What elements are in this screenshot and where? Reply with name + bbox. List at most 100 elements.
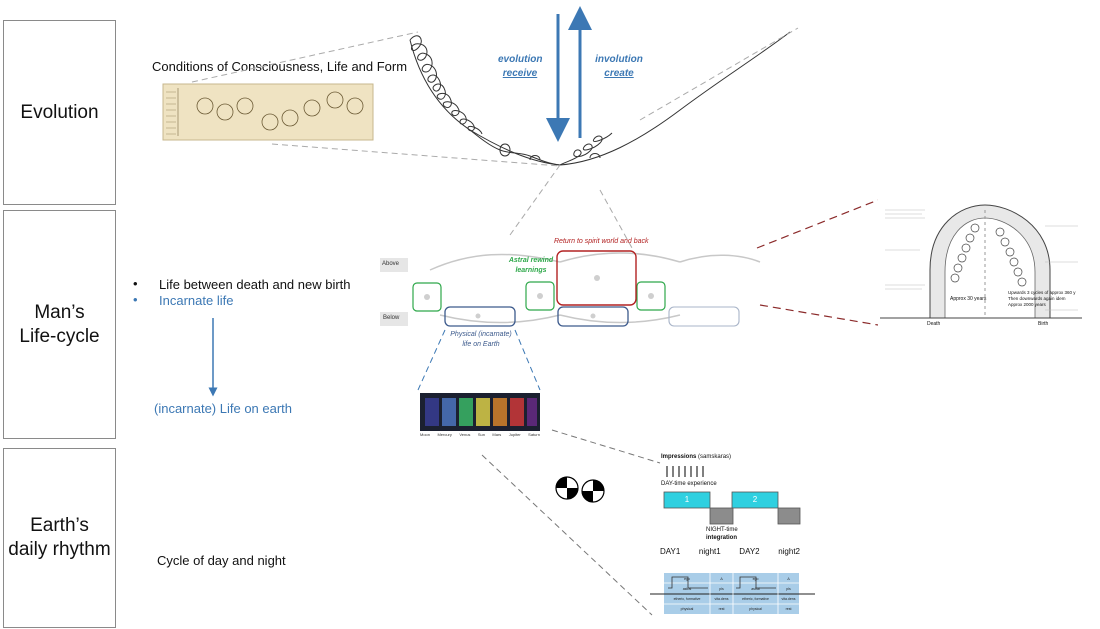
cell-vita-2: vita.dens — [781, 597, 796, 601]
row-man-label-line1: Man’s — [34, 301, 85, 323]
day1-box — [663, 491, 711, 509]
connector-to-planets-right — [514, 329, 541, 391]
day2-box-label: 2 — [752, 495, 758, 504]
above-label: Above — [382, 261, 400, 267]
cell-astral-1: astral — [682, 587, 692, 591]
physical-box-mid — [557, 306, 629, 327]
upwards-cycles-text: Upwards 3 cycles of approx 360 y Then do… — [1008, 290, 1076, 308]
planet-labels: Moon Mercury Venus Sun Mars Jupiter Satu… — [420, 432, 540, 437]
astral-box-left — [412, 282, 442, 312]
cell-physical-2: physical — [749, 607, 762, 611]
astral-box-right — [636, 281, 666, 311]
night-time-word: NIGHT-time — [706, 527, 738, 533]
cell-etheric-1: etheric, formative — [673, 597, 701, 601]
row-man-lifecycle: Man’s Life-cycle — [3, 210, 116, 439]
impressions-word: Impressions — [661, 454, 697, 460]
return-box — [556, 250, 637, 306]
approx-30-years: Approx 30 years — [950, 296, 987, 302]
evolution-loop-curve — [409, 31, 791, 166]
impressions-label: Impressions (samskaras) — [661, 454, 731, 460]
create-word: create — [604, 68, 634, 79]
connector-curve-to-lifecycle-right — [599, 189, 633, 249]
cell-ego-1: ego — [684, 577, 690, 581]
astral-rewind-label: Astral rewind learnings — [506, 256, 556, 276]
bottom-layer-table — [650, 573, 815, 614]
row-evolution: Evolution — [3, 20, 116, 205]
death-label: Death — [927, 321, 941, 327]
physical-box-right — [668, 306, 740, 327]
planet-strip-image — [420, 393, 540, 431]
night2-label: night2 — [778, 547, 800, 556]
astral-line1: Astral rewind — [508, 257, 554, 264]
row-earth-label-line2: daily rhythm — [8, 539, 111, 560]
life-on-earth-label: (incarnate) Life on earth — [154, 401, 293, 416]
planet-label: Saturn — [528, 432, 540, 437]
cell-pls-1: pls — [719, 587, 724, 591]
planet-label: Mars — [492, 432, 502, 437]
row-earth-label-line1: Earth’s — [30, 515, 89, 536]
planet-label: Sun — [477, 432, 485, 437]
cell-etheric-2: etheric, formative — [742, 597, 769, 601]
cell-pls-2: pls — [786, 587, 791, 591]
cell-vita-1: vita.dens — [714, 597, 729, 601]
lifecycle-bullet-1: Life between death and new birth — [159, 277, 351, 292]
connector-to-bottom-table — [481, 454, 653, 616]
day2-box — [731, 491, 779, 509]
evolution-label: evolution receive — [498, 53, 542, 81]
bullet-dot-2: • — [133, 292, 138, 307]
day-night-timeline — [663, 466, 801, 525]
bottom-table-text: ego Δ ego Δ astral pls astral pls etheri… — [664, 574, 799, 614]
night2-box — [777, 507, 801, 525]
day-night-labels: DAY1 night1 DAY2 night2 — [660, 547, 800, 556]
day1-box-label: 1 — [684, 495, 690, 504]
physical-life-label: Physical (incarnate) life on Earth — [448, 330, 514, 350]
cell-physical-1: physical — [680, 607, 694, 611]
upwards-line3: Approx 2000 years — [1008, 302, 1046, 307]
cell-delta-1: Δ — [720, 577, 723, 581]
right-arch-diagram — [878, 200, 1083, 337]
evolution-word: evolution — [498, 54, 543, 65]
birth-label: Birth — [1038, 321, 1049, 327]
integration-word: integration — [706, 535, 737, 541]
cell-rest-1: rest — [718, 607, 725, 611]
upwards-line1: Upwards 3 cycles of approx 360 y — [1008, 290, 1076, 295]
upwards-line2: Then downwards again idem — [1008, 296, 1066, 301]
connector-to-planets-left — [417, 329, 446, 391]
conditions-chart-image — [162, 83, 374, 141]
conditions-title: Conditions of Consciousness, Life and Fo… — [152, 59, 408, 74]
row-man-label-line2: Life-cycle — [19, 325, 100, 347]
physical-line1: Physical (incarnate) — [450, 331, 512, 338]
planet-label: Venus — [459, 432, 471, 437]
physical-line2: life on Earth — [462, 341, 500, 348]
cell-rest-2: rest — [785, 607, 792, 611]
connector-curve-right — [639, 27, 799, 121]
astral-line2: learnings — [515, 267, 547, 274]
planet-label: Jupiter — [508, 432, 521, 437]
cell-delta-2: Δ — [787, 577, 790, 581]
day-night-discs-icon — [555, 476, 605, 503]
involution-word: involution — [595, 54, 643, 65]
physical-box-left — [444, 306, 516, 327]
receive-word: receive — [502, 68, 538, 79]
connector-right-bottom — [759, 304, 879, 326]
night1-label: night1 — [698, 547, 721, 556]
below-label: Below — [383, 315, 400, 321]
connector-conditions-top — [191, 31, 419, 83]
bullet-dot-1: • — [133, 276, 138, 291]
connector-right-top — [756, 199, 879, 249]
involution-label: involution create — [593, 53, 645, 81]
connector-planets-to-daynight — [551, 429, 661, 464]
cycle-day-night-label: Cycle of day and night — [157, 553, 286, 568]
astral-box-mid — [525, 281, 555, 311]
day1-label: DAY1 — [660, 547, 681, 556]
row-evolution-label: Evolution — [20, 101, 99, 123]
cell-astral-2: astral — [751, 587, 760, 591]
planet-label: Moon — [420, 432, 431, 437]
row-earth-rhythm: Earth’s daily rhythm — [3, 448, 116, 628]
planet-label: Mercury — [437, 432, 452, 437]
day-experience-label: DAY-time experience — [661, 481, 717, 487]
night1-box — [709, 507, 734, 525]
connector-conditions-bottom — [271, 143, 561, 167]
night-integration-label: NIGHT-time integration — [706, 526, 738, 542]
